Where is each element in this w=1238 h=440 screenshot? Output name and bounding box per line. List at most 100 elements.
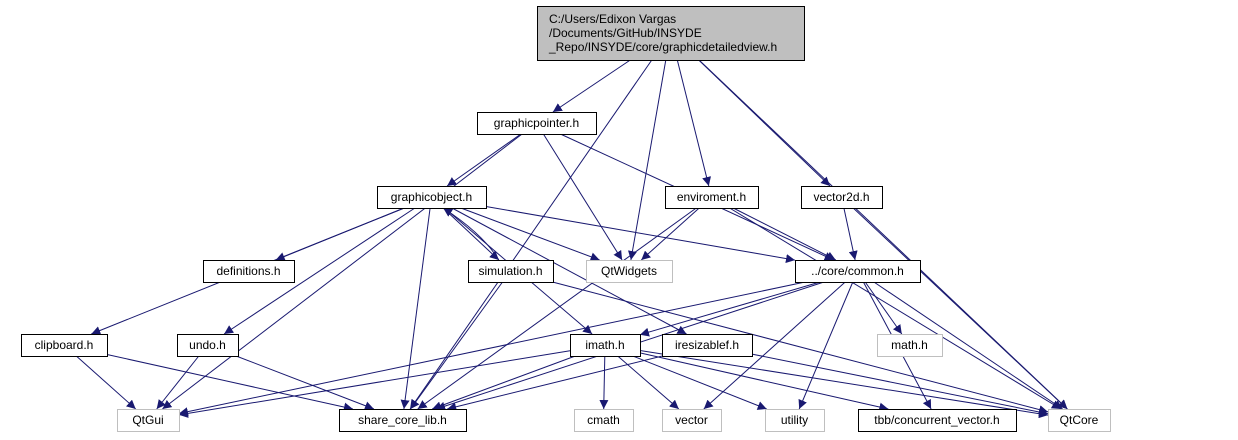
node-qtcore: QtCore — [1048, 409, 1111, 432]
edge-root-to-graphicpointer — [552, 59, 631, 113]
edge-root-to-enviroment — [676, 59, 711, 187]
edge-imath-to-utility — [632, 355, 767, 410]
node-clipboard[interactable]: clipboard.h — [21, 334, 108, 357]
edge-graphicpointer-to-qtgui — [162, 133, 523, 410]
edge-simulation-to-graphicobject — [442, 207, 500, 261]
node-root-box — [537, 6, 805, 61]
edge-graphicpointer-to-graphicobject — [446, 133, 522, 187]
node-common-label: ../core/common.h — [811, 264, 904, 278]
node-vector-label: vector — [675, 413, 708, 427]
edge-graphicobject-to-qtwidgets — [460, 207, 600, 262]
node-sharecore[interactable]: share_core_lib.h — [339, 409, 467, 432]
node-utility-box — [765, 409, 825, 432]
node-layer: C:/Users/Edixon Vargas/Documents/GitHub/… — [21, 6, 1111, 432]
node-root-label: C:/Users/Edixon Vargas — [549, 12, 676, 26]
node-simulation-box — [468, 260, 554, 283]
node-qtwidgets-label: QtWidgets — [601, 264, 657, 278]
node-simulation[interactable]: simulation.h — [468, 260, 554, 283]
edge-imath-to-qtgui — [178, 350, 571, 418]
node-cmath-box — [574, 409, 634, 432]
edge-imath-to-qtcore — [639, 350, 1049, 419]
node-cmath-label: cmath — [587, 413, 620, 427]
node-iresizablef[interactable]: iresizablef.h — [662, 334, 753, 357]
edge-enviroment-to-sharecore — [417, 207, 697, 410]
node-iresizablef-box — [662, 334, 753, 357]
edge-common-to-qtcore — [873, 281, 1063, 410]
edge-common-to-vector — [703, 281, 846, 410]
node-graphicpointer-label: graphicpointer.h — [494, 116, 579, 130]
node-utility: utility — [765, 409, 825, 432]
edge-iresizablef-to-qtcore — [751, 353, 1049, 417]
edge-enviroment-to-qtwidgets — [640, 207, 700, 261]
node-cmath: cmath — [574, 409, 634, 432]
node-undo[interactable]: undo.h — [177, 334, 239, 357]
edge-simulation-to-sharecore — [410, 281, 503, 410]
node-graphicpointer-box — [477, 112, 597, 135]
node-vector2d[interactable]: vector2d.h — [801, 186, 883, 209]
node-mathh-label: math.h — [891, 338, 928, 352]
node-common-box — [795, 260, 921, 283]
node-utility-label: utility — [781, 413, 808, 427]
node-tbb[interactable]: tbb/concurrent_vector.h — [858, 409, 1017, 432]
node-vector2d-label: vector2d.h — [813, 190, 869, 204]
node-mathh: math.h — [877, 334, 943, 357]
edge-graphicobject-to-sharecore — [400, 207, 431, 410]
node-qtcore-label: QtCore — [1060, 413, 1099, 427]
node-sharecore-label: share_core_lib.h — [358, 413, 447, 427]
node-imath-label: imath.h — [585, 338, 624, 352]
node-root-label: /Documents/GitHub/INSYDE — [549, 26, 702, 40]
edge-undo-to-qtgui — [156, 355, 200, 410]
node-simulation-label: simulation.h — [478, 264, 542, 278]
edge-imath-to-tbb — [639, 352, 889, 412]
edge-vector2d-to-common — [843, 207, 858, 261]
edge-layer — [75, 59, 1068, 419]
edge-vector2d-to-qtcore — [852, 207, 1068, 410]
node-qtcore-box — [1048, 409, 1111, 432]
edge-graphicobject-to-iresizablef — [451, 207, 687, 335]
node-graphicobject[interactable]: graphicobject.h — [377, 186, 487, 209]
node-imath-box — [570, 334, 641, 357]
edge-enviroment-to-qtcore — [729, 207, 1062, 410]
edge-graphicobject-to-simulation — [442, 207, 500, 261]
edge-simulation-to-qtcore — [552, 281, 1049, 414]
node-undo-label: undo.h — [189, 338, 226, 352]
node-iresizablef-label: iresizablef.h — [675, 338, 739, 352]
node-graphicpointer[interactable]: graphicpointer.h — [477, 112, 597, 135]
node-qtgui: QtGui — [117, 409, 180, 432]
node-sharecore-box — [339, 409, 467, 432]
edge-imath-to-vector — [617, 355, 680, 410]
node-definitions-label: definitions.h — [216, 264, 280, 278]
node-tbb-label: tbb/concurrent_vector.h — [874, 413, 999, 427]
node-imath[interactable]: imath.h — [570, 334, 641, 357]
edge-clipboard-to-sharecore — [106, 354, 354, 412]
edge-iresizablef-to-sharecore — [447, 355, 663, 412]
edge-graphicobject-to-common — [485, 206, 796, 263]
node-enviroment-box — [665, 186, 759, 209]
node-root[interactable]: C:/Users/Edixon Vargas/Documents/GitHub/… — [537, 6, 805, 61]
edge-undo-to-sharecore — [235, 355, 375, 410]
edge-common-to-utility — [798, 281, 854, 410]
node-root-label: _Repo/INSYDE/core/graphicdetailedview.h — [548, 40, 777, 54]
node-graphicobject-label: graphicobject.h — [391, 190, 472, 204]
edge-common-to-qtgui — [178, 281, 806, 417]
node-enviroment-label: enviroment.h — [677, 190, 746, 204]
node-common[interactable]: ../core/common.h — [795, 260, 921, 283]
node-definitions[interactable]: definitions.h — [203, 260, 295, 283]
node-tbb-box — [858, 409, 1017, 432]
edge-enviroment-to-common — [732, 207, 837, 261]
node-qtwidgets-box — [586, 260, 673, 283]
node-qtgui-box — [117, 409, 180, 432]
node-vector: vector — [662, 409, 722, 432]
edge-common-to-mathh — [864, 281, 903, 335]
edge-graphicpointer-to-qtwidgets — [542, 133, 623, 261]
node-undo-box — [177, 334, 239, 357]
node-qtgui-label: QtGui — [132, 413, 163, 427]
node-vector-box — [662, 409, 722, 432]
node-graphicobject-box — [377, 186, 487, 209]
node-clipboard-label: clipboard.h — [35, 338, 94, 352]
node-mathh-box — [877, 334, 943, 357]
edge-common-to-imath — [639, 281, 821, 337]
node-enviroment[interactable]: enviroment.h — [665, 186, 759, 209]
node-qtwidgets: QtWidgets — [586, 260, 673, 283]
